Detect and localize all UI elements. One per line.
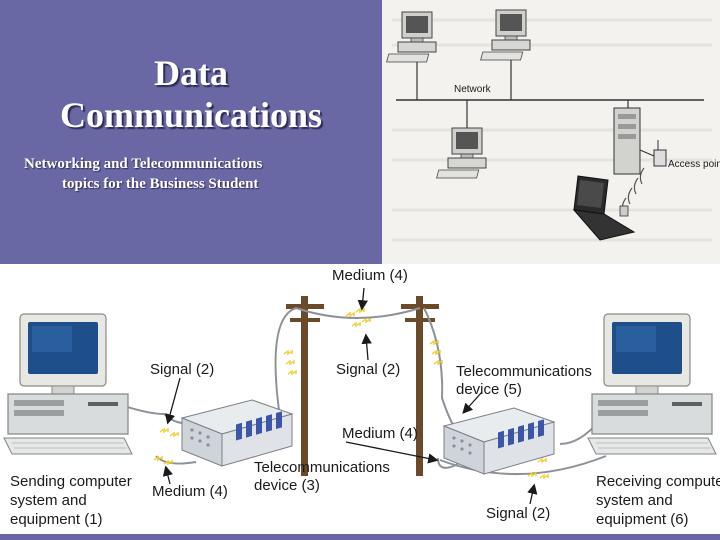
access-point-label: Access point [668, 159, 720, 170]
sending-label-line-1: Sending computer [10, 473, 132, 490]
network-figure: Network Access point [382, 0, 720, 264]
label-arrows [162, 287, 538, 505]
receiving-label-line-2: system and [596, 492, 673, 509]
slide-title-line-1: Data [154, 53, 228, 93]
network-pc-2 [480, 9, 531, 100]
telecom-device-3 [181, 399, 293, 467]
slide-subtitle: Networking and Telecommunications topics… [24, 154, 374, 194]
medium-label-top: Medium (4) [332, 267, 408, 284]
telecom-diagram: Medium (4) Signal (2) Signal (2) Telecom… [0, 264, 720, 536]
server-tower [613, 100, 655, 175]
slide-title-line-2: Communications [59, 95, 323, 135]
receiving-label-line-3: equipment (6) [596, 511, 689, 528]
receiving-label-line-1: Receiving computer [596, 473, 720, 490]
utility-pole-right [401, 296, 439, 476]
sending-label-line-3: equipment (1) [10, 511, 103, 528]
medium-label-middle: Medium (4) [342, 425, 418, 442]
medium-label-left: Medium (4) [152, 483, 228, 500]
telecom-device-3-label-line-1: Telecommunications [254, 459, 390, 476]
telecom-illustration: Medium (4) Signal (2) Signal (2) Telecom… [3, 267, 720, 528]
network-pc-1 [386, 11, 437, 100]
sending-label-line-2: system and [10, 492, 87, 509]
sending-computer [3, 313, 133, 455]
signal-label-bottom: Signal (2) [486, 505, 550, 522]
laptop-icon [572, 175, 636, 241]
utility-pole-left [286, 296, 324, 476]
title-panel: Data Communications Networking and Telec… [0, 0, 382, 264]
receiving-computer [587, 313, 717, 455]
access-point-icon [653, 140, 667, 167]
signal-label-left: Signal (2) [150, 361, 214, 378]
telecom-device-5-label-line-2: device (5) [456, 381, 522, 398]
slide-subtitle-line-1: Networking and Telecommunications [24, 156, 263, 172]
network-label: Network [454, 84, 492, 95]
telecom-device-5 [443, 407, 555, 475]
network-illustration: Network Access point [382, 0, 720, 264]
slide-title: Data Communications [0, 52, 382, 136]
network-pc-3 [436, 100, 487, 179]
slide-subtitle-line-2: topics for the Business Student [62, 176, 259, 192]
bottom-accent-bar [0, 534, 720, 540]
telecom-device-3-label-line-2: device (3) [254, 477, 320, 494]
telecom-device-5-label-line-1: Telecommunications [456, 363, 592, 380]
signal-label-middle: Signal (2) [336, 361, 400, 378]
